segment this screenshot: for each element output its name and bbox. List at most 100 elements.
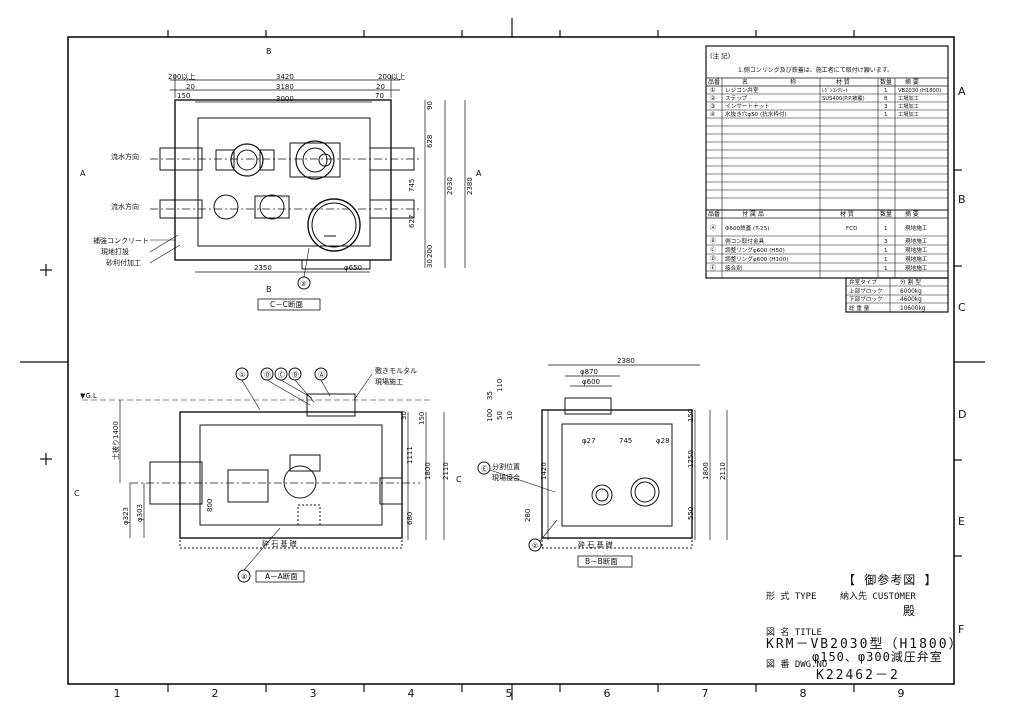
part-name: ステップ bbox=[725, 95, 748, 102]
plan-labels: B B A A 200以上 3420 200以上 20 3180 20 3000… bbox=[80, 47, 482, 309]
notes-header: 材 質 bbox=[836, 78, 850, 86]
dim-bb-280: 280 bbox=[524, 509, 532, 522]
dim-bb-1800: 1800 bbox=[702, 462, 710, 480]
accessory-header: 摘 要 bbox=[905, 210, 919, 218]
notes-header: 品番 bbox=[708, 79, 720, 86]
cut-b-bottom: B bbox=[266, 285, 272, 294]
dim-800: 800 bbox=[206, 499, 214, 512]
notes-title: (注 記) bbox=[710, 51, 730, 60]
accessory-quantity: 1 bbox=[884, 226, 888, 232]
top-grid-ticks bbox=[167, 18, 855, 37]
drawing-title-line2: φ150、φ300減圧弁室 bbox=[812, 650, 943, 664]
accessory-name: 側コン取付金具 bbox=[725, 237, 765, 245]
dim-200: 200 bbox=[426, 245, 434, 258]
balloon-1: ① bbox=[239, 371, 245, 379]
notes-header: 摘 要 bbox=[905, 78, 919, 86]
grid-row-label: E bbox=[958, 515, 965, 528]
dim-bb-550: 550 bbox=[687, 507, 695, 520]
grid-col-label: 7 bbox=[702, 687, 709, 700]
accessory-name: Φ600鉄蓋 (T-25) bbox=[725, 224, 769, 232]
weight-label: 総 重 量 bbox=[849, 304, 870, 312]
weight-table bbox=[845, 277, 949, 313]
dim-mid-right: 20 bbox=[376, 83, 385, 91]
balloon-3: ③ bbox=[300, 280, 306, 288]
note-reinforced-concrete: 補強コンクリート bbox=[93, 236, 149, 245]
dim-top-left: 200以上 bbox=[168, 72, 195, 81]
dim-top-mid: 3420 bbox=[276, 73, 294, 81]
balloon-a: Ⓐ bbox=[318, 371, 325, 379]
part-quantity: 1 bbox=[884, 88, 888, 94]
cut-c-left: C bbox=[74, 489, 80, 498]
accessory-quantity: 3 bbox=[884, 239, 888, 245]
part-remark: 工場加工 bbox=[898, 110, 919, 118]
part-name: レジコン弁室 bbox=[725, 86, 759, 94]
grid-col-label: 1 bbox=[114, 687, 121, 700]
table-text: (注 記)1.側コンリング及び鉄蓋は、施工者にて取付け願います。品番名称材 質数… bbox=[708, 51, 941, 312]
balloon-b: Ⓑ bbox=[292, 371, 299, 379]
note-site-work: 現場施工 bbox=[375, 377, 403, 386]
part-material: SUS400(P.P.被覆) bbox=[822, 94, 865, 102]
accessory-remark: 現地施工 bbox=[905, 264, 928, 272]
dim-bb-110: 110 bbox=[496, 379, 504, 392]
grid-col-label: 8 bbox=[800, 687, 807, 700]
cut-c-right: C bbox=[456, 475, 462, 484]
accessory-header: 数量 bbox=[880, 210, 892, 218]
part-number: ① bbox=[710, 87, 715, 94]
dim-2380: 2380 bbox=[466, 177, 474, 195]
cc-section-title: C－C断面 bbox=[270, 299, 303, 309]
cut-a-left: A bbox=[80, 169, 86, 178]
dim-2350: 2350 bbox=[254, 264, 272, 272]
grid-col-label: 5 bbox=[506, 687, 513, 700]
plan-view bbox=[149, 75, 466, 311]
accessory-number: Ⓐ bbox=[710, 224, 716, 232]
dim-bb-150: 150 bbox=[687, 409, 695, 422]
accessory-number: Ⓓ bbox=[710, 255, 716, 263]
dim-aa-150: 150 bbox=[418, 412, 426, 425]
weight-value: 6000kg bbox=[900, 289, 922, 295]
customer-label: 納入先 CUSTOMER bbox=[840, 592, 916, 602]
dim-inner: 3000 bbox=[276, 95, 294, 103]
drawing-number-label: 図 番 DWG.NO bbox=[766, 660, 828, 670]
cut-a-right: A bbox=[476, 169, 482, 178]
dim-phi28: φ28 bbox=[656, 437, 670, 445]
note-split-position: 分割位置 bbox=[492, 462, 520, 471]
note-site-joint: 現場接合 bbox=[492, 473, 520, 482]
part-quantity: 1 bbox=[884, 112, 888, 118]
notes-table bbox=[705, 45, 949, 279]
customer-value: 殿 bbox=[903, 604, 917, 618]
dim-phi303: φ303 bbox=[136, 504, 144, 522]
accessory-name: 接合剤 bbox=[725, 264, 742, 272]
note-mortar: 敷きモルタル bbox=[375, 366, 417, 375]
accessory-name: 調整リングφ600 (H50) bbox=[725, 246, 785, 254]
aa-base-label: 砕 石 基 礎 bbox=[262, 539, 297, 548]
dim-bb-35: 35 bbox=[486, 391, 494, 400]
balloon-4: ④ bbox=[241, 573, 247, 581]
dim-2030: 2030 bbox=[446, 177, 454, 195]
dim-aa-680: 680 bbox=[406, 512, 414, 525]
section-aa bbox=[82, 367, 445, 583]
part-name: 水抜き穴φ50 (抗水枠付) bbox=[725, 110, 787, 118]
dim-aa-2110: 2110 bbox=[442, 462, 450, 480]
drawing-number: K22462－2 bbox=[816, 668, 900, 683]
weight-label: 弁室タイプ bbox=[849, 278, 877, 286]
side-grid-ticks bbox=[20, 169, 985, 557]
dim-top-right: 200以上 bbox=[378, 72, 405, 81]
part-quantity: 3 bbox=[884, 104, 888, 110]
accessory-number: Ⓑ bbox=[710, 237, 716, 245]
dim-aa-1800: 1800 bbox=[424, 462, 432, 480]
accessory-header: 付 属 品 bbox=[742, 210, 764, 218]
flow-label-upper: 流水方向 bbox=[111, 152, 139, 161]
accessory-header: 品番 bbox=[708, 211, 720, 218]
dim-bb-50: 50 bbox=[496, 411, 504, 420]
dim-phi650: φ650 bbox=[344, 264, 362, 272]
dim-bb-745: 745 bbox=[619, 437, 632, 445]
part-material: ﾚｼﾞﾝｺﾝｸﾘｰﾄ bbox=[822, 87, 848, 94]
grid-row-label: A bbox=[958, 85, 966, 98]
dim-phi27: φ27 bbox=[582, 437, 596, 445]
balloon-d: Ⓓ bbox=[264, 371, 271, 379]
dim-627: 627 bbox=[408, 215, 416, 228]
dim-phi323: φ323 bbox=[122, 507, 130, 525]
accessory-remark: 現地施工 bbox=[905, 237, 928, 245]
